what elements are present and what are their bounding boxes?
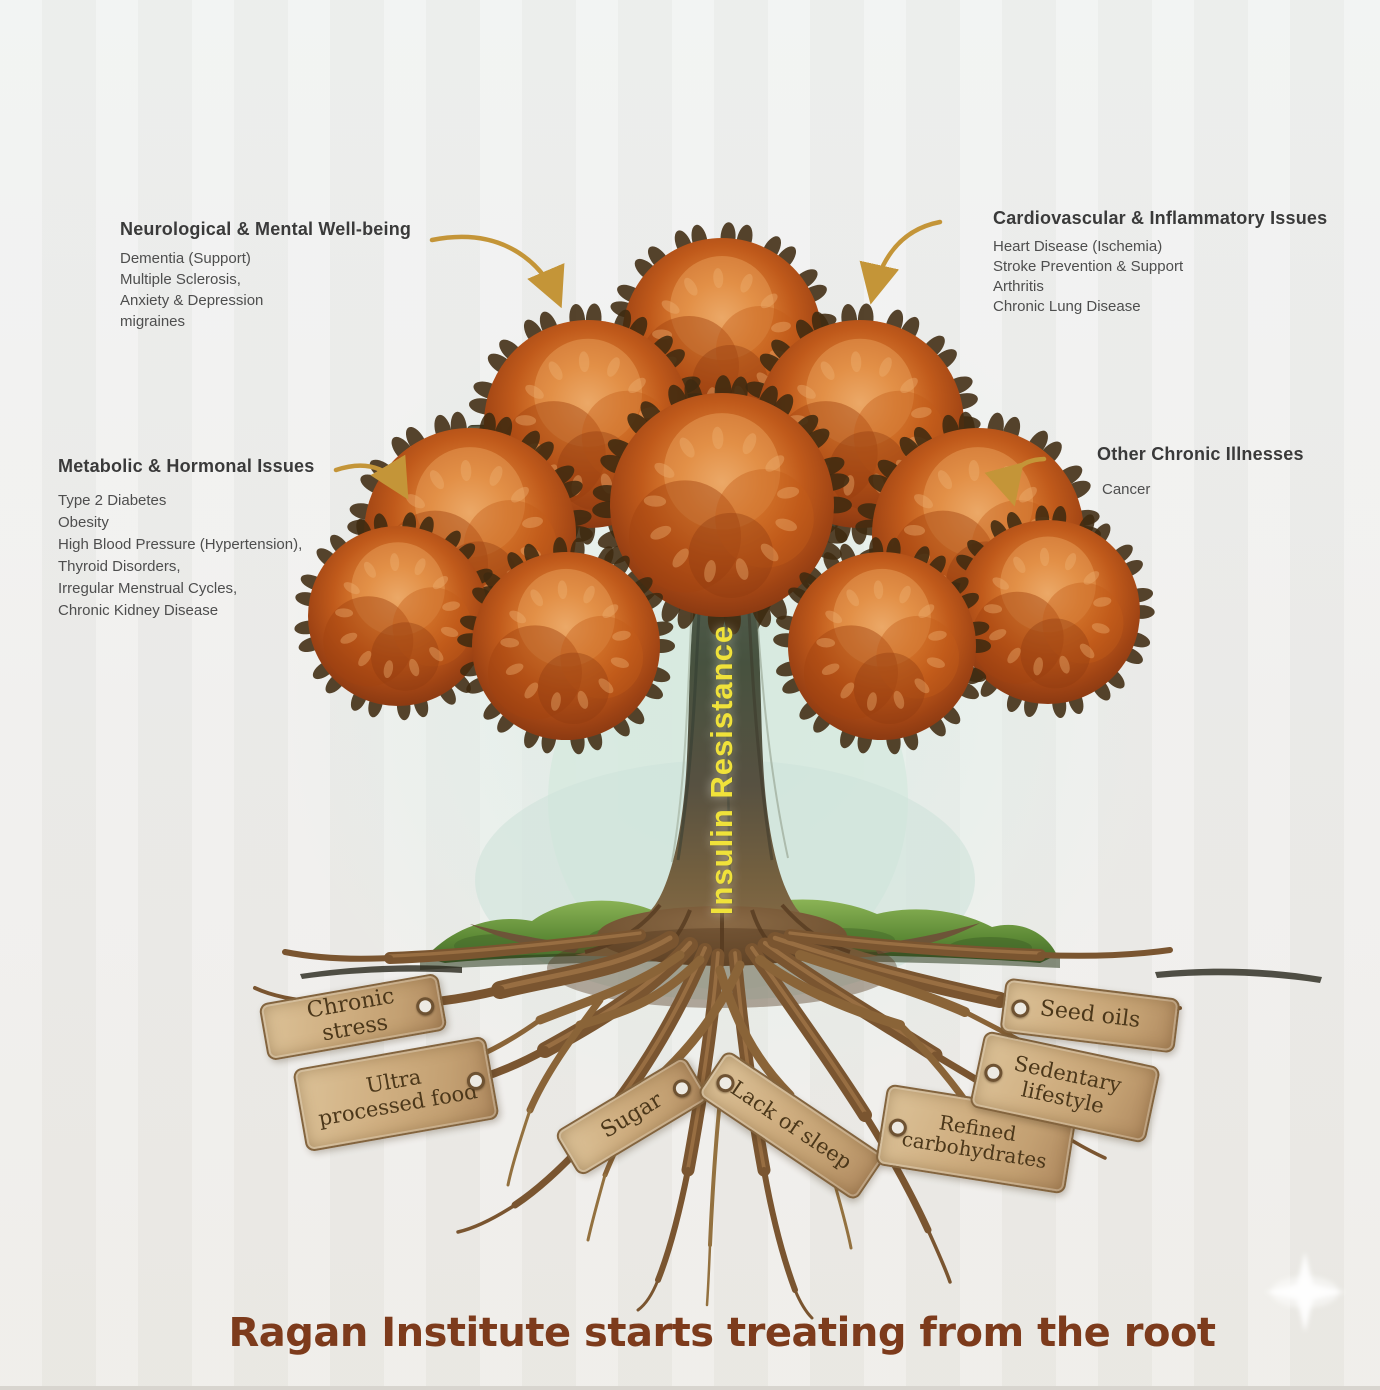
annotation-other-chronic: Other Chronic Illnesses Cancer	[1097, 444, 1304, 500]
annotation-item: Obesity	[58, 514, 109, 531]
tag-hole-icon	[669, 1076, 695, 1101]
annotation-cardiovascular: Cardiovascular & Inflammatory Issues Hea…	[993, 208, 1327, 317]
root-tag-label: Sedentary lifestyle	[1011, 1051, 1124, 1119]
root-tag-label: Ultra processed food	[316, 1065, 480, 1131]
arrow-other-icon	[984, 456, 1047, 507]
annotation-arrows	[333, 219, 1047, 507]
annotation-item: Stroke Prevention & Support	[993, 258, 1184, 275]
annotation-item: Multiple Sclerosis,	[120, 271, 241, 288]
annotation-item: Irregular Menstrual Cycles,	[58, 580, 238, 597]
annotation-item: High Blood Pressure (Hypertension),	[58, 536, 303, 553]
tag-hole-icon	[1010, 998, 1031, 1019]
annotation-item: Arthritis	[993, 278, 1044, 295]
annotation-item: Chronic Kidney Disease	[58, 602, 219, 619]
annotation-item: Heart Disease (Ischemia)	[993, 238, 1163, 255]
annotation-item: migraines	[120, 313, 186, 330]
annotation-metabolic: Metabolic & Hormonal Issues Type 2 Diabe…	[58, 456, 314, 622]
arrow-cardiovascular-icon	[859, 219, 943, 305]
annotation-title: Metabolic & Hormonal Issues	[58, 456, 315, 476]
arrow-neurological-icon	[429, 234, 565, 309]
annotation-item: Anxiety & Depression	[120, 292, 264, 309]
annotation-title: Neurological & Mental Well-being	[120, 219, 412, 239]
tree-canopy	[294, 222, 1155, 755]
trunk-label: Insulin Resistance	[704, 624, 739, 916]
annotation-item: Thyroid Disorders,	[58, 558, 181, 575]
root-tag-label: Seed oils	[1038, 996, 1142, 1034]
annotation-item: Chronic Lung Disease	[993, 298, 1141, 315]
annotation-item: Type 2 Diabetes	[58, 492, 167, 509]
arrow-metabolic-icon	[333, 454, 409, 500]
annotation-neurological: Neurological & Mental Well-being Dementi…	[120, 219, 411, 332]
footer-title: Ragan Institute starts treating from the…	[228, 1310, 1216, 1356]
sparkle-icon	[1265, 1252, 1345, 1332]
annotation-item: Dementia (Support)	[120, 250, 251, 267]
annotation-item: Cancer	[1102, 481, 1151, 498]
annotation-title: Cardiovascular & Inflammatory Issues	[993, 208, 1328, 228]
annotation-title: Other Chronic Illnesses	[1097, 444, 1304, 464]
